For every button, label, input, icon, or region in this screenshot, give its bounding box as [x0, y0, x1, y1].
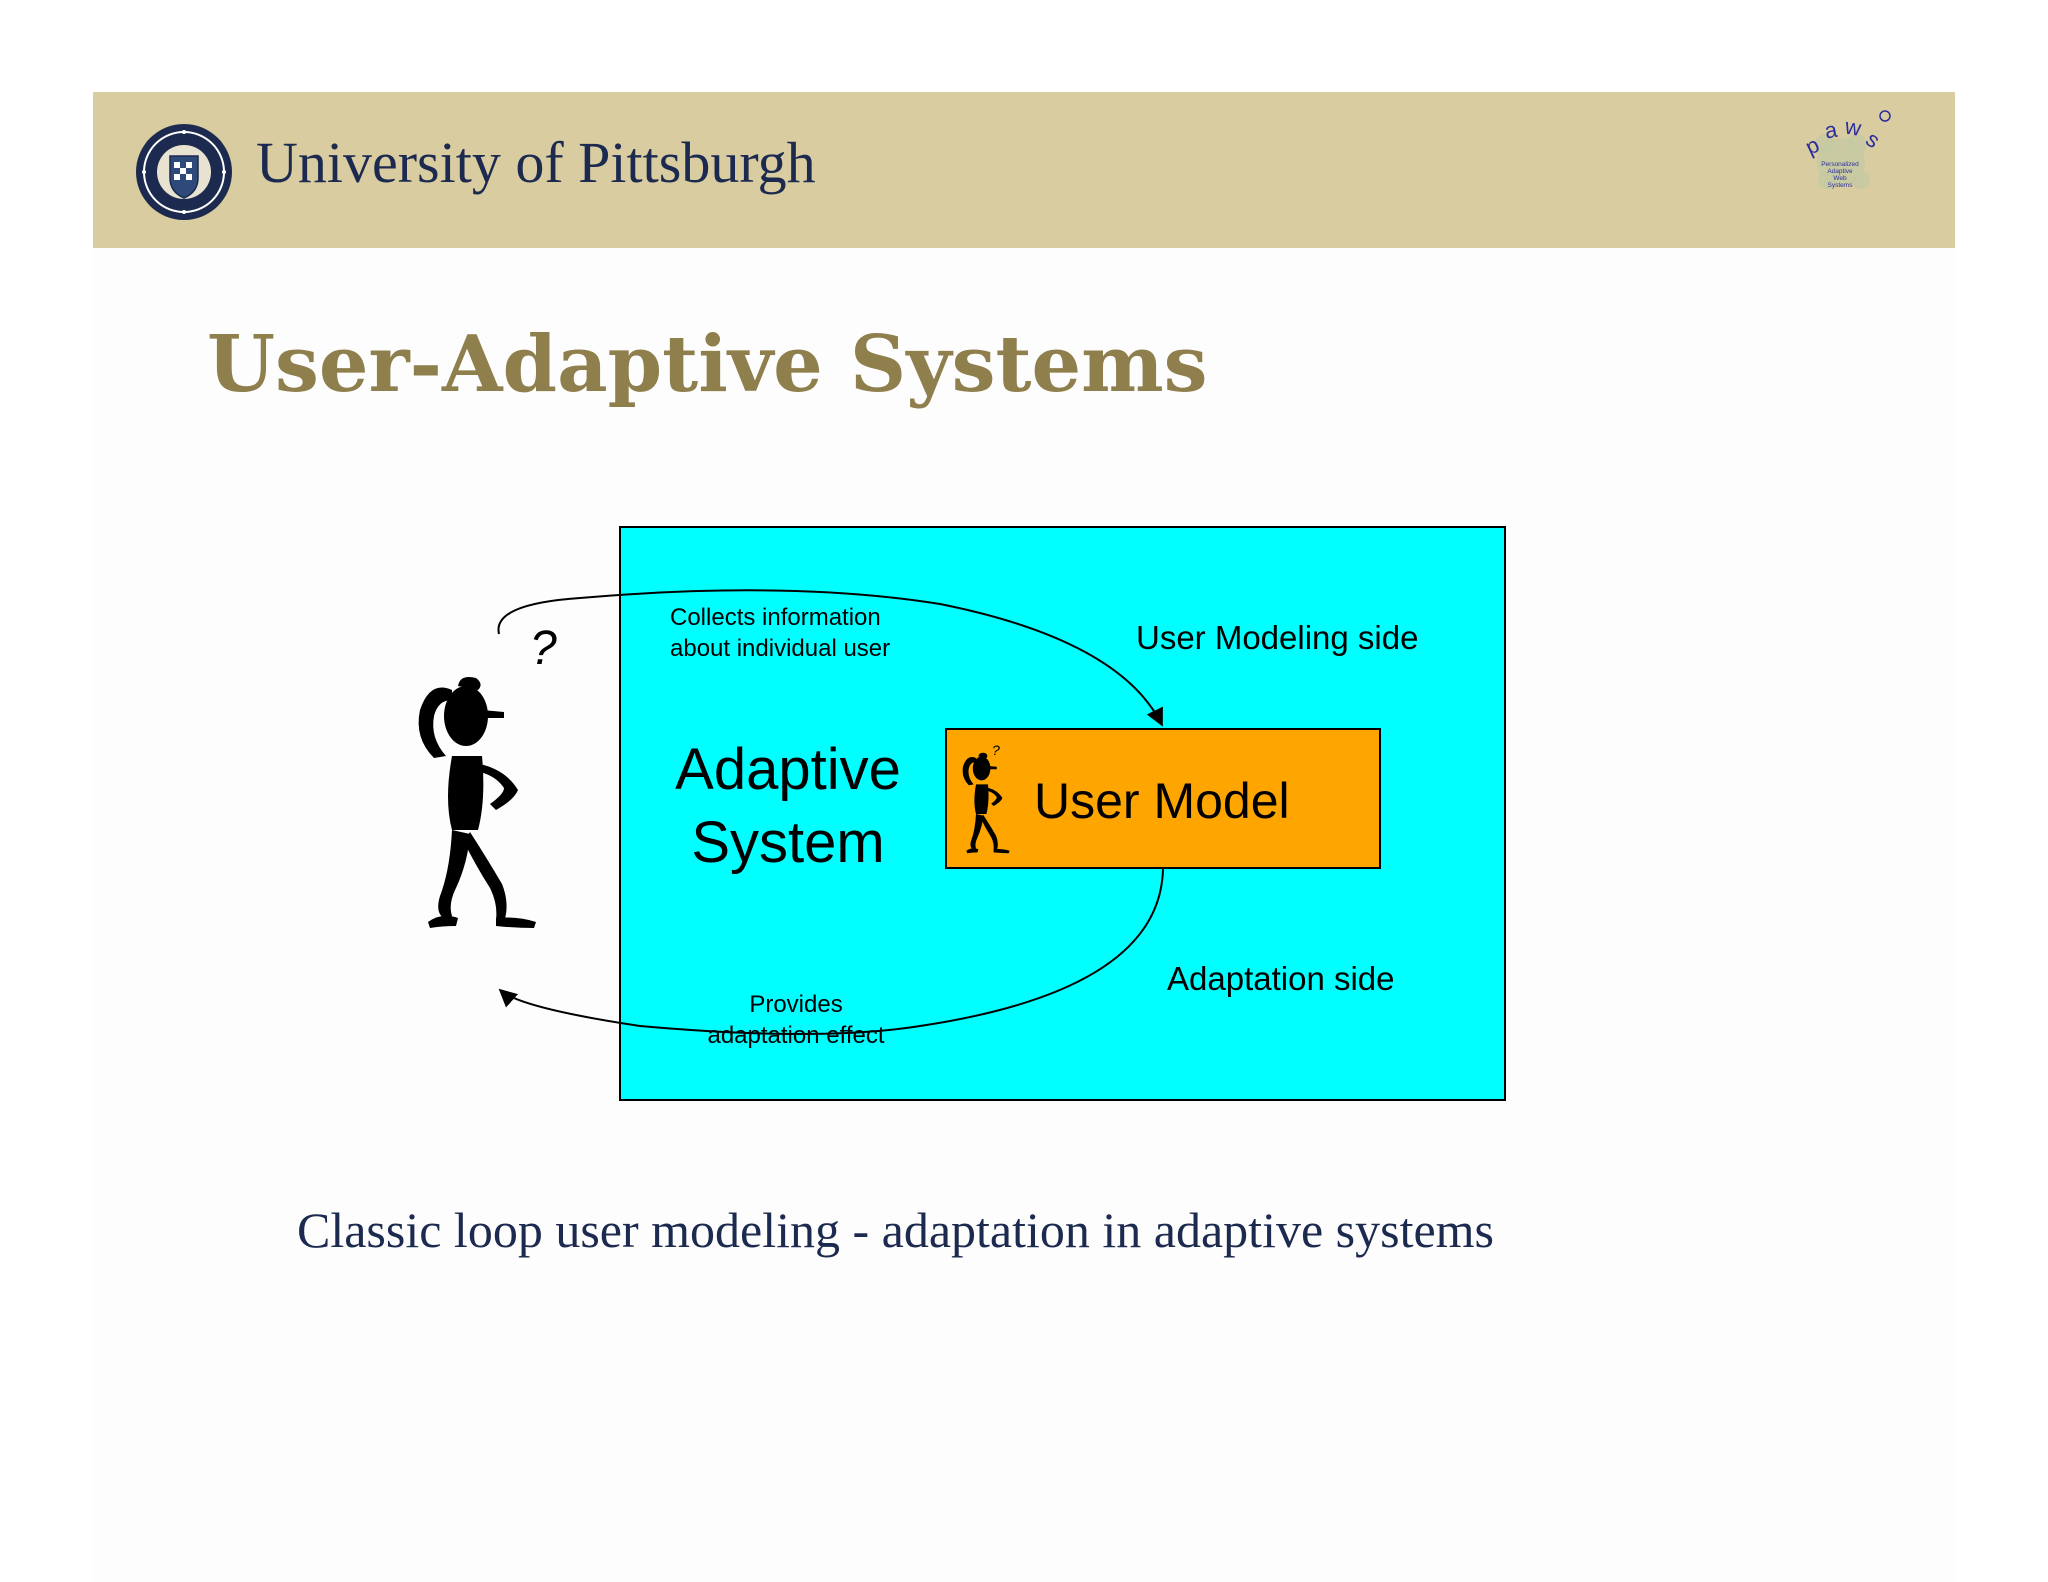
user-modeling-side-label: User Modeling side — [1136, 619, 1418, 656]
provides-label-line-2: adaptation effect — [707, 1022, 884, 1049]
user-model-label: User Model — [1034, 773, 1290, 829]
small-question-mark-icon: ? — [992, 742, 1000, 758]
thinking-person-icon — [419, 677, 536, 928]
collects-label-line-1: Collects information — [670, 604, 881, 631]
adaptive-system-label-line-1: Adaptive — [675, 737, 901, 802]
collects-label-line-2: about individual user — [670, 635, 890, 662]
provides-label-line-1: Provides — [749, 991, 842, 1018]
slide-caption: Classic loop user modeling - adaptation … — [297, 1205, 1494, 1255]
question-mark-icon: ? — [530, 622, 557, 675]
adaptive-system-label-line-2: System — [691, 810, 884, 875]
adaptation-side-label: Adaptation side — [1167, 960, 1395, 997]
